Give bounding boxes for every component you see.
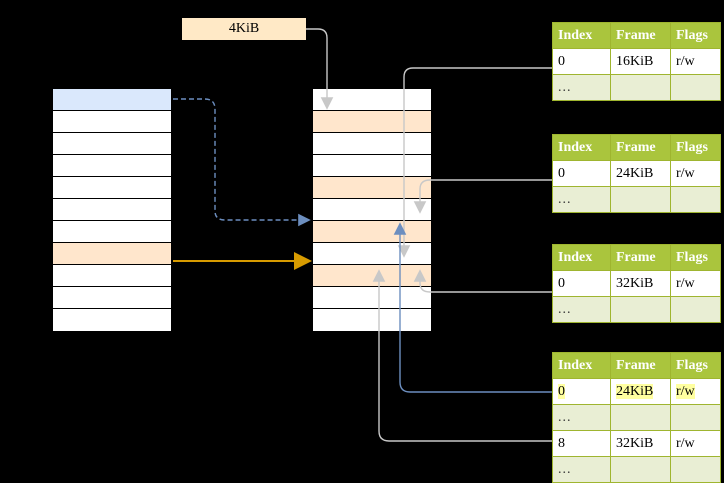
page-table-2: Index Frame Flags 0 24KiB r/w ... [552, 134, 721, 213]
physical-cell [313, 133, 431, 155]
physical-cell [313, 309, 431, 331]
virtual-cell [53, 111, 171, 133]
col-header-index: Index [552, 22, 611, 49]
physical-cell [313, 89, 431, 111]
virtual-address-column [52, 88, 172, 331]
table-row-ellipsis: ... [552, 74, 721, 101]
virtual-cell [53, 287, 171, 309]
cell-flags [670, 186, 721, 213]
col-header-frame: Frame [610, 134, 671, 161]
cell-flags [670, 296, 721, 323]
table-header-row: Index Frame Flags [552, 22, 721, 49]
physical-cell [313, 155, 431, 177]
cell-index: 0 [552, 270, 611, 297]
virtual-cell [53, 155, 171, 177]
virtual-cell [53, 309, 171, 331]
col-header-flags: Flags [670, 134, 721, 161]
cell-frame [610, 404, 671, 431]
col-header-index: Index [552, 244, 611, 271]
col-header-flags: Flags [670, 352, 721, 379]
virtual-cell [53, 177, 171, 199]
virtual-cell [53, 265, 171, 287]
table-header-row: Index Frame Flags [552, 352, 721, 379]
table-row[interactable]: 0 16KiB r/w [552, 48, 721, 75]
col-header-flags: Flags [670, 22, 721, 49]
table-row-ellipsis: ... [552, 186, 721, 213]
cell-index: 0 [552, 378, 611, 405]
col-header-index: Index [552, 352, 611, 379]
virtual-cell [53, 199, 171, 221]
cell-index: 0 [552, 160, 611, 187]
cell-flags: r/w [670, 48, 721, 75]
physical-cell [313, 111, 431, 133]
cell-frame [610, 186, 671, 213]
cell-index: ... [552, 456, 611, 483]
table-row[interactable]: 8 32KiB r/w [552, 430, 721, 457]
physical-cell [313, 243, 431, 265]
cell-frame [610, 456, 671, 483]
cell-index: 0 [552, 48, 611, 75]
physical-cell [313, 265, 431, 287]
table-header-row: Index Frame Flags [552, 244, 721, 271]
col-header-frame: Frame [610, 352, 671, 379]
physical-cell [313, 199, 431, 221]
cell-frame: 32KiB [610, 270, 671, 297]
table-header-row: Index Frame Flags [552, 134, 721, 161]
table-row[interactable]: 0 32KiB r/w [552, 270, 721, 297]
page-table-1: Index Frame Flags 0 16KiB r/w ... [552, 22, 721, 101]
cell-index: ... [552, 74, 611, 101]
table-row-ellipsis: ... [552, 296, 721, 323]
table-row[interactable]: 0 24KiB r/w [552, 378, 721, 405]
virtual-cell [53, 221, 171, 243]
cell-frame: 32KiB [610, 430, 671, 457]
physical-memory-column [312, 88, 432, 331]
page-size-label: 4KiB [182, 18, 306, 40]
cell-index: ... [552, 186, 611, 213]
cell-index: ... [552, 296, 611, 323]
cell-frame [610, 296, 671, 323]
cell-flags: r/w [670, 270, 721, 297]
physical-cell [313, 287, 431, 309]
table-row-ellipsis: ... [552, 404, 721, 431]
col-header-index: Index [552, 134, 611, 161]
physical-cell [313, 177, 431, 199]
virtual-cell [53, 133, 171, 155]
col-header-frame: Frame [610, 244, 671, 271]
cell-flags [670, 74, 721, 101]
physical-cell [313, 221, 431, 243]
cell-flags: r/w [670, 160, 721, 187]
cell-flags [670, 456, 721, 483]
virtual-cell [53, 89, 171, 111]
cell-flags: r/w [670, 378, 721, 405]
col-header-frame: Frame [610, 22, 671, 49]
cell-frame: 16KiB [610, 48, 671, 75]
cell-flags [670, 404, 721, 431]
cell-frame: 24KiB [610, 160, 671, 187]
cell-frame [610, 74, 671, 101]
table-row[interactable]: 0 24KiB r/w [552, 160, 721, 187]
cell-flags: r/w [670, 430, 721, 457]
col-header-flags: Flags [670, 244, 721, 271]
cell-index: ... [552, 404, 611, 431]
virtual-cell [53, 243, 171, 265]
cell-index: 8 [552, 430, 611, 457]
page-table-3: Index Frame Flags 0 32KiB r/w ... [552, 244, 721, 323]
cell-frame: 24KiB [610, 378, 671, 405]
page-table-4: Index Frame Flags 0 24KiB r/w ... 8 32Ki… [552, 352, 721, 483]
table-row-ellipsis: ... [552, 456, 721, 483]
